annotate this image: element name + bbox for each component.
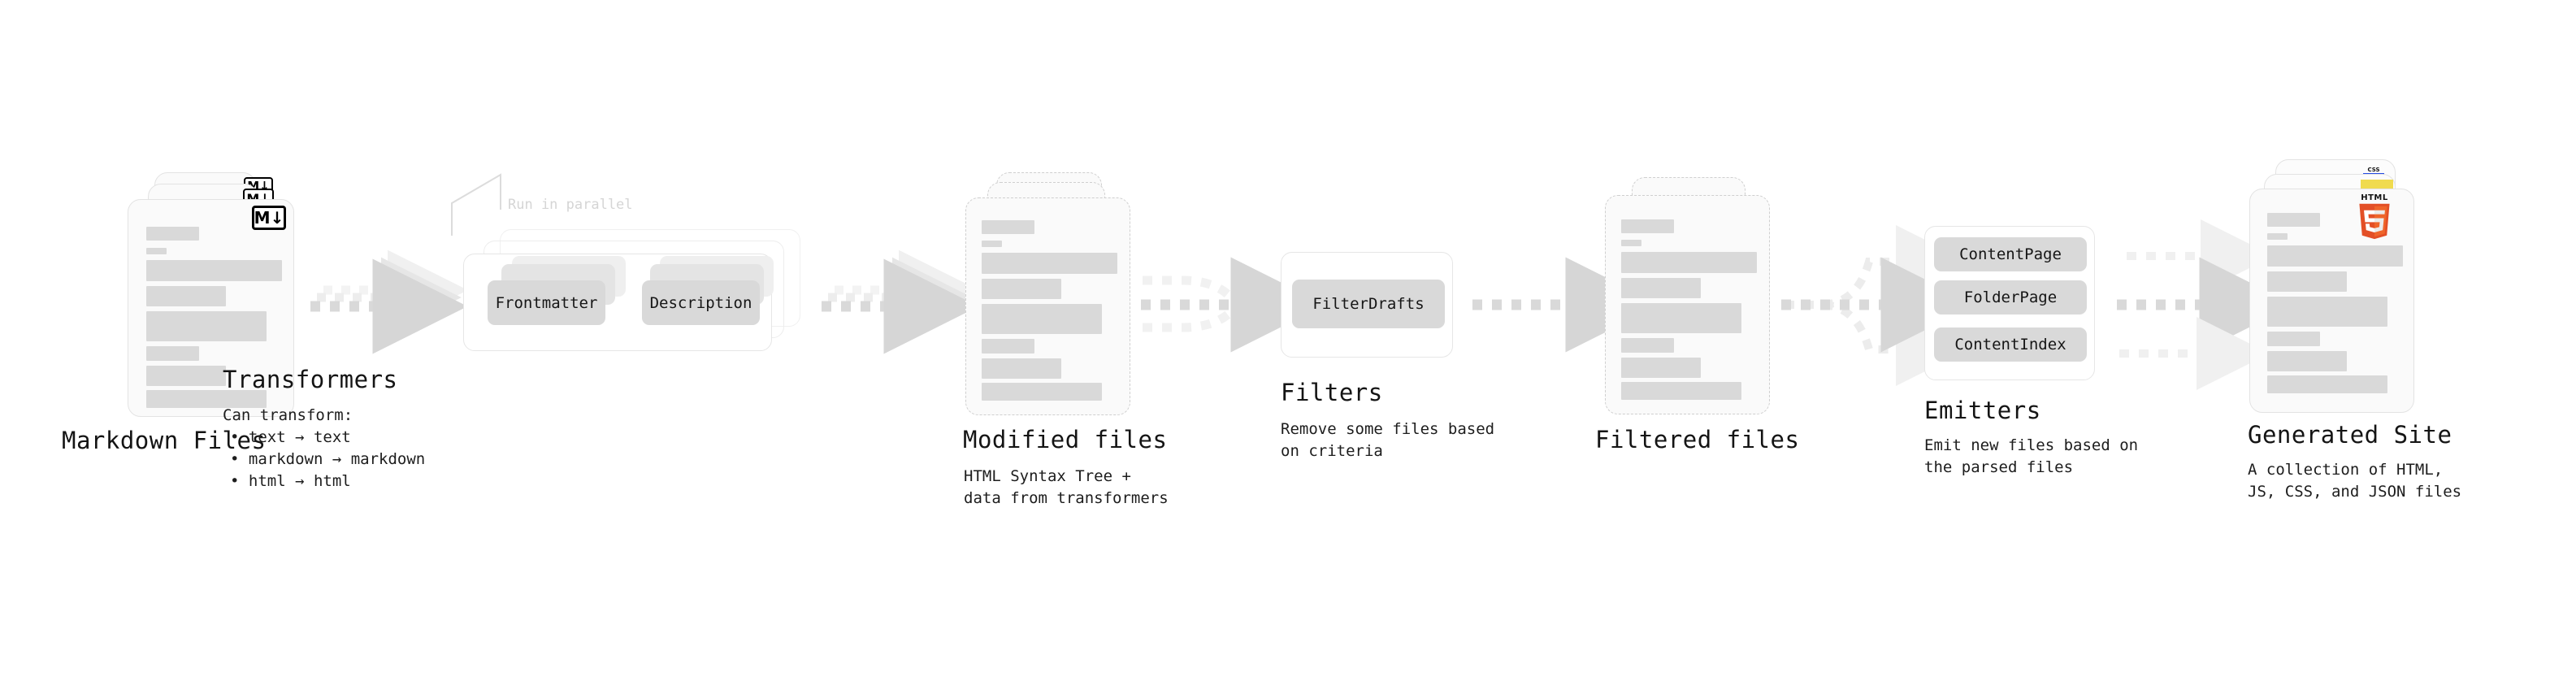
chip-description[interactable]: Description bbox=[642, 280, 760, 325]
chip-contentindex-label: ContentIndex bbox=[1954, 336, 2066, 354]
file-bar bbox=[2267, 233, 2288, 240]
file-bar bbox=[982, 253, 1117, 274]
css3-badge-text: CSS bbox=[2367, 167, 2380, 173]
chip-folderpage-label: FolderPage bbox=[1963, 288, 2058, 306]
file-bar bbox=[1621, 252, 1757, 273]
file-bar bbox=[146, 366, 226, 386]
file-bar bbox=[2267, 375, 2387, 393]
run-in-parallel-connector bbox=[451, 173, 501, 236]
transformers-title: Transformers bbox=[223, 366, 398, 393]
file-bar bbox=[2267, 245, 2403, 267]
emitters-title: Emitters bbox=[1924, 397, 2041, 424]
modified-files-title: Modified files bbox=[963, 426, 1168, 453]
emitters-subtitle-line2: the parsed files bbox=[1924, 458, 2074, 476]
file-bar bbox=[1621, 303, 1741, 333]
chip-frontmatter[interactable]: Frontmatter bbox=[488, 280, 605, 325]
transformers-subtitle-intro: Can transform: bbox=[223, 406, 353, 424]
chip-folderpage[interactable]: FolderPage bbox=[1934, 280, 2087, 314]
chip-contentindex[interactable]: ContentIndex bbox=[1934, 327, 2087, 362]
arrow-markdown-to-transformers bbox=[310, 249, 468, 354]
file-bar bbox=[1621, 278, 1701, 298]
transformers-bullet-text: • text → text bbox=[230, 428, 351, 446]
file-bar bbox=[982, 220, 1034, 234]
file-bar bbox=[1621, 382, 1741, 400]
generated-site-subtitle-line1: A collection of HTML, bbox=[2248, 461, 2444, 479]
chip-contentpage-label: ContentPage bbox=[1959, 245, 2062, 263]
run-in-parallel-label: Run in parallel bbox=[508, 197, 633, 213]
filters-subtitle-line1: Remove some files based bbox=[1281, 420, 1495, 438]
file-bar bbox=[2267, 297, 2387, 327]
file-bar bbox=[1621, 240, 1641, 246]
file-bar bbox=[146, 390, 267, 408]
emitters-subtitle-line1: Emit new files based on bbox=[1924, 436, 2139, 454]
markdown-badge-text-front: M↓ bbox=[254, 208, 284, 228]
file-bar bbox=[1621, 358, 1701, 378]
arrow-transformers-to-modified bbox=[822, 249, 979, 354]
arrow-emitters-to-site bbox=[2117, 219, 2295, 390]
file-bar bbox=[146, 286, 226, 306]
filters-subtitle-line2: on criteria bbox=[1281, 442, 1383, 460]
chip-description-label: Description bbox=[649, 293, 752, 312]
file-bar bbox=[146, 260, 282, 281]
generated-site-title: Generated Site bbox=[2248, 421, 2452, 449]
file-bar bbox=[982, 241, 1002, 247]
file-bar bbox=[982, 339, 1034, 354]
transformers-bullet-markdown: • markdown → markdown bbox=[230, 450, 426, 468]
file-bar bbox=[2267, 332, 2320, 346]
file-bar bbox=[146, 311, 267, 341]
modified-files-subtitle-line2: data from transformers bbox=[964, 489, 1169, 507]
chip-contentpage[interactable]: ContentPage bbox=[1934, 237, 2087, 271]
file-bar bbox=[1621, 219, 1674, 233]
filtered-files-title: Filtered files bbox=[1595, 426, 1800, 453]
arrow-modified-to-filters bbox=[1141, 257, 1326, 353]
arrow-filtered-to-emitters bbox=[1781, 225, 1976, 386]
html5-logo-text: HTML bbox=[2361, 193, 2388, 202]
file-bar bbox=[982, 383, 1102, 401]
file-bar bbox=[982, 358, 1061, 379]
transformers-bullet-html: • html → html bbox=[230, 472, 351, 490]
file-bar bbox=[982, 304, 1102, 334]
generated-site-subtitle-line2: JS, CSS, and JSON files bbox=[2248, 483, 2462, 501]
file-bar bbox=[2267, 213, 2320, 227]
chip-frontmatter-label: Frontmatter bbox=[495, 293, 598, 312]
markdown-files-title: Markdown Files bbox=[62, 427, 267, 454]
chip-filterdrafts[interactable]: FilterDrafts bbox=[1292, 280, 1445, 328]
file-bar bbox=[146, 248, 167, 254]
file-bar bbox=[2267, 271, 2347, 292]
html5-shield-icon bbox=[2359, 203, 2390, 240]
html5-logo: HTML bbox=[2353, 193, 2396, 241]
modified-files-subtitle-line1: HTML Syntax Tree + bbox=[964, 467, 1131, 485]
file-bar bbox=[1621, 338, 1674, 353]
file-bar bbox=[146, 346, 199, 361]
file-bar bbox=[146, 227, 199, 241]
chip-filterdrafts-label: FilterDrafts bbox=[1312, 295, 1425, 313]
markdown-badge-front: M↓ bbox=[252, 206, 286, 230]
filters-title: Filters bbox=[1281, 379, 1383, 406]
file-bar bbox=[2267, 351, 2347, 371]
file-bar bbox=[982, 279, 1061, 299]
